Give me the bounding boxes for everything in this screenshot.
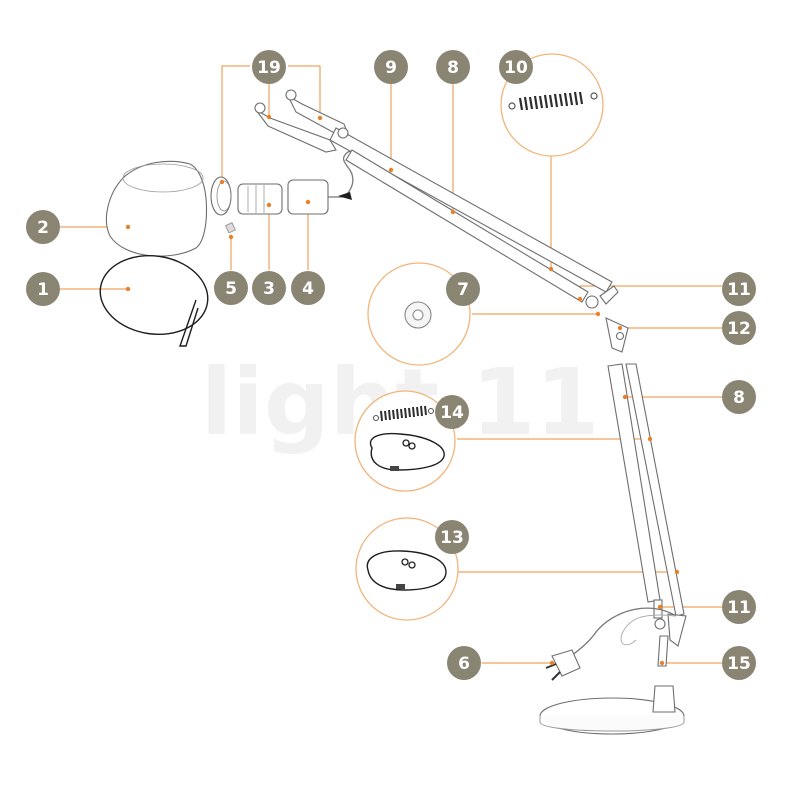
callout-label: 11 — [727, 280, 751, 300]
callout-label: 7 — [457, 280, 469, 300]
spring-icon — [508, 91, 598, 111]
glass-disc — [99, 254, 209, 347]
callout-label: 5 — [225, 279, 237, 299]
spring-icon — [372, 405, 435, 422]
callout-6: 6 — [447, 646, 481, 680]
callout-label: 9 — [385, 58, 397, 78]
elbow-joint — [605, 317, 629, 353]
callout-9: 9 — [374, 50, 408, 84]
upper-arm — [329, 127, 619, 309]
callout-11-upper: 11 — [722, 272, 756, 306]
detail-ring-13 — [355, 517, 459, 621]
cable-icon — [369, 432, 445, 471]
callout-8-upper: 8 — [436, 50, 470, 84]
mounting-ring — [210, 176, 232, 216]
callout-3: 3 — [252, 271, 286, 305]
callout-label: 6 — [458, 654, 470, 674]
lower-arm — [607, 363, 685, 617]
callout-15: 15 — [722, 646, 756, 680]
callout-1: 1 — [26, 272, 60, 306]
callout-7: 7 — [446, 272, 480, 306]
callout-label: 15 — [727, 654, 751, 674]
callout-14: 14 — [435, 395, 469, 429]
callout-label: 11 — [727, 598, 751, 618]
callout-11-lower: 11 — [722, 590, 756, 624]
leader-dots — [125, 114, 680, 666]
head-bracket — [254, 89, 349, 153]
callout-19: 19 — [252, 50, 286, 84]
callout-label: 4 — [302, 279, 314, 299]
cable-icon — [366, 550, 447, 591]
callout-12: 12 — [722, 311, 756, 345]
callout-label: 2 — [37, 218, 49, 238]
callout-label: 8 — [733, 388, 745, 408]
detail-ring-7 — [367, 262, 471, 366]
plug-icon — [545, 649, 581, 681]
small-screw — [225, 222, 236, 234]
callout-4: 4 — [291, 271, 325, 305]
callout-5: 5 — [214, 271, 248, 305]
lamp-socket — [237, 183, 283, 215]
callout-label: 1 — [37, 280, 49, 300]
callout-label: 13 — [440, 528, 464, 548]
callout-label: 10 — [504, 58, 528, 78]
detail-ring-14 — [354, 390, 456, 492]
callout-2: 2 — [26, 210, 60, 244]
callout-label: 12 — [727, 319, 751, 339]
callout-10: 10 — [499, 50, 533, 84]
callout-8-lower: 8 — [722, 380, 756, 414]
socket-cover — [287, 179, 329, 215]
callout-label: 8 — [447, 58, 459, 78]
callout-label: 14 — [440, 403, 464, 423]
callout-13: 13 — [435, 520, 469, 554]
lamp-base — [539, 685, 685, 735]
callout-label: 3 — [263, 279, 275, 299]
lamp-shade — [105, 160, 208, 257]
callout-label: 19 — [257, 58, 281, 78]
